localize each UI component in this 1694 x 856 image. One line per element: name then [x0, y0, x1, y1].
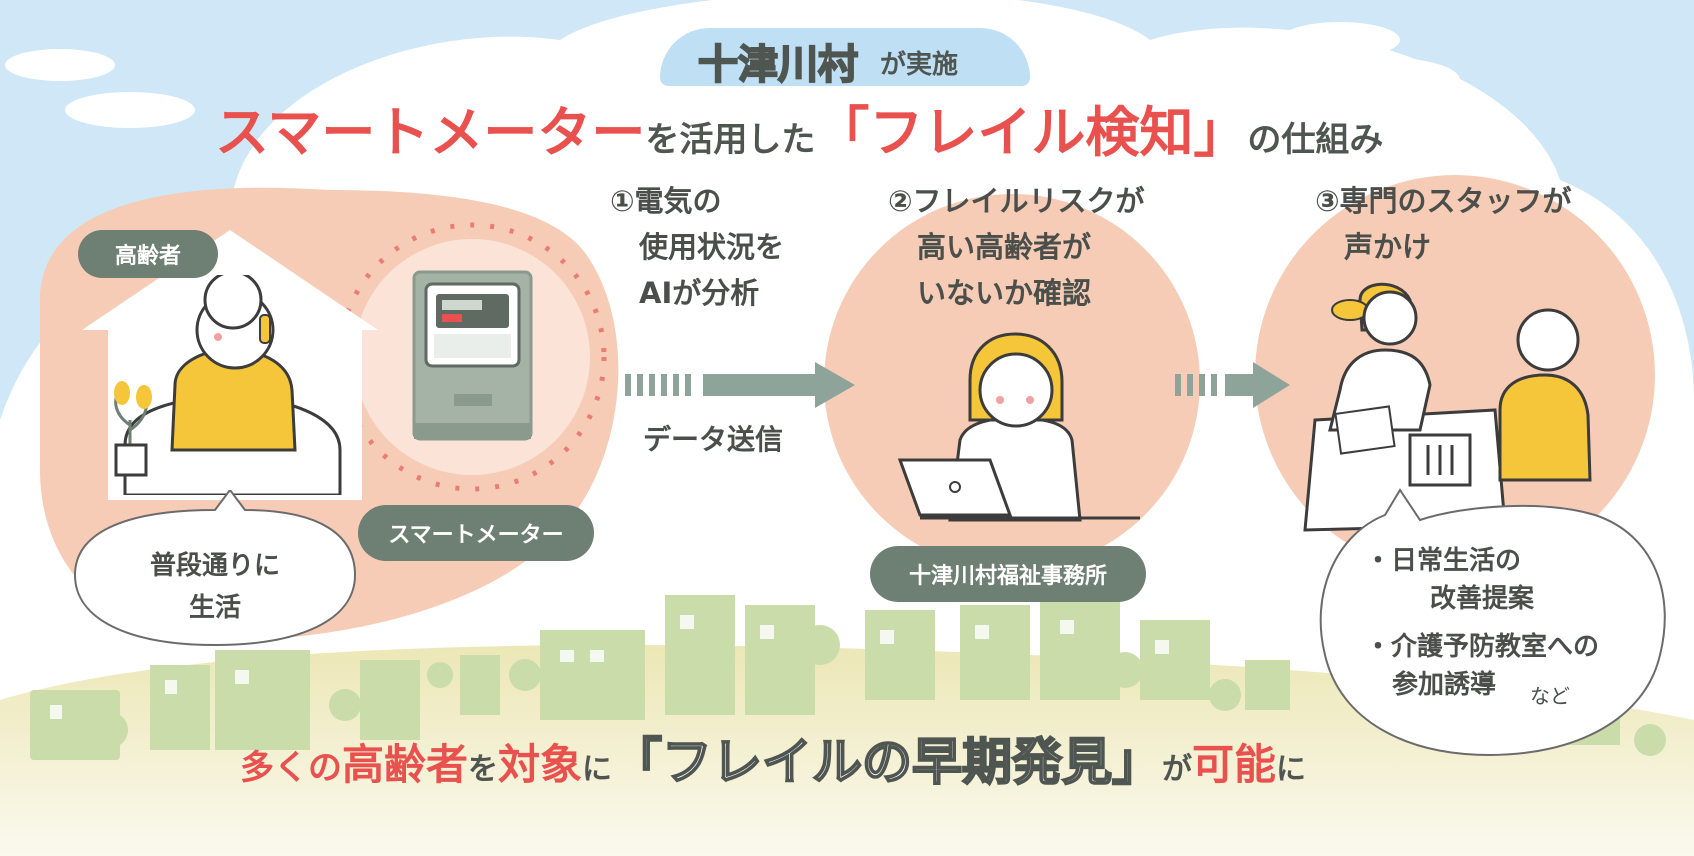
- implementer-name: 十津川村: [697, 41, 859, 89]
- label-welfare-office: 十津川村福祉事務所: [870, 546, 1146, 602]
- footer-part-3: を: [468, 752, 499, 787]
- title-part-2: を活用した: [645, 120, 816, 160]
- label-smart-meter: スマートメーター: [358, 505, 594, 561]
- step-3-text: ③専門のスタッフが 声かけ: [1315, 184, 1572, 264]
- consultation-icon: [1303, 282, 1592, 532]
- advice-item-2-line-2: 参加誘導: [1392, 670, 1497, 700]
- smart-meter-icon: [412, 270, 533, 441]
- title-part-1: スマートメーター: [215, 101, 646, 164]
- step-1-text: ①電気の 使用状況を AIが分析: [610, 184, 785, 310]
- step-2-text: ②フレイルリスクが 高い高齢者が いないか確認: [888, 184, 1145, 310]
- data-send-label: データ送信: [643, 423, 784, 456]
- footer-part-1: 多くの: [240, 748, 342, 788]
- page-title: スマートメーター を活用した 「フレイル検知」 の仕組み: [215, 88, 1384, 164]
- advice-suffix: など: [1530, 684, 1570, 708]
- footer-part-6: 「フレイルの早期発見」: [611, 732, 1163, 792]
- footer-part-5: に: [582, 752, 613, 787]
- footer-part-7: が: [1162, 752, 1193, 787]
- implementer-suffix: が実施: [880, 50, 959, 80]
- footer-part-9: に: [1276, 752, 1307, 787]
- staff-laptop-icon: [897, 332, 1140, 522]
- advice-item-1-line-2: 改善提案: [1430, 584, 1535, 614]
- data-flow-arrow-2-icon: [1175, 362, 1290, 408]
- elderly-woman-phone-icon: [114, 275, 342, 495]
- footer-part-2: 高齢者: [342, 740, 469, 789]
- title-part-3: 「フレイル検知」: [815, 101, 1248, 164]
- implementer-badge: [660, 28, 1030, 86]
- data-flow-arrow-1-icon: [625, 362, 855, 408]
- daily-life-text: 普段通りに 生活: [149, 551, 280, 623]
- speech-bubble-daily-life: [73, 490, 357, 647]
- label-elderly: 高齢者: [78, 230, 218, 278]
- title-part-4: の仕組み: [1247, 120, 1384, 160]
- speech-bubble-advice: [1319, 488, 1666, 757]
- advice-item-1-line-1: ・日常生活の: [1365, 546, 1522, 576]
- footer-part-8: 可能: [1192, 740, 1277, 789]
- footer-part-4: 対象: [498, 740, 583, 789]
- advice-item-2-line-1: ・介護予防教室への: [1365, 632, 1600, 662]
- footer-message: 多くの 高齢者 を 対象 に 「フレイルの早期発見」 が 可能 に: [240, 722, 1306, 794]
